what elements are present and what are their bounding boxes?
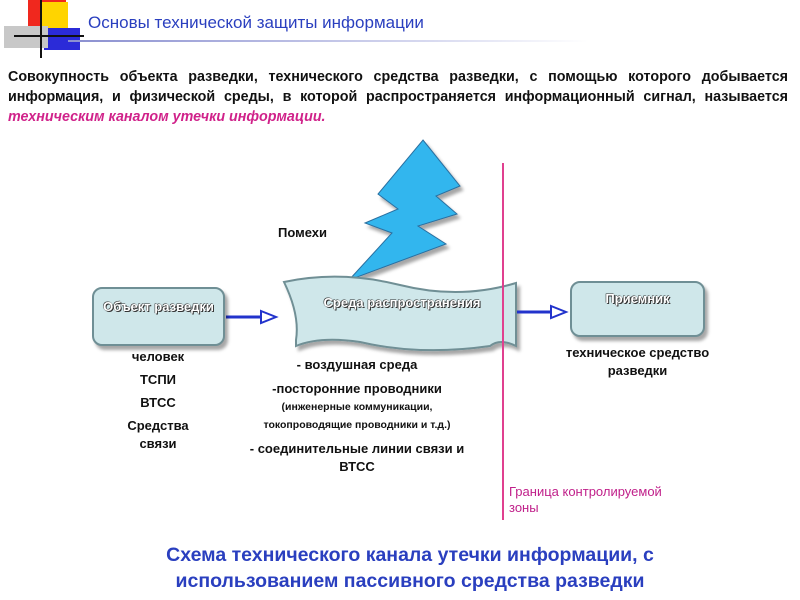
receiver-caption: техническое средство разведки — [555, 344, 720, 380]
receiver-label: Приемник — [570, 290, 705, 308]
list-item: - воздушная среда — [226, 356, 488, 374]
intel-object-label: Объект разведки — [92, 298, 225, 316]
boundary-label: Граница контролируемой зоны — [509, 484, 669, 516]
list-item: человек — [108, 348, 208, 366]
lightning-bolt-icon — [349, 140, 460, 280]
propagation-medium-shape — [284, 277, 516, 351]
list-item: ВТСС — [108, 394, 208, 412]
intel-object-box — [92, 287, 225, 346]
arrow-medium-to-receiver — [517, 306, 566, 318]
list-item-note: (инженерные коммуникации, токопроводящие… — [226, 398, 488, 434]
propagation-medium-list: - воздушная среда -посторонние проводник… — [226, 356, 488, 476]
list-item: - соединительные линии связи и ВТСС — [226, 440, 488, 476]
intel-object-list: человек ТСПИ ВТСС Средства связи — [108, 348, 208, 458]
list-item: -посторонние проводники — [226, 380, 488, 398]
arrow-object-to-medium — [226, 311, 276, 323]
diagram-caption: Схема технического канала утечки информа… — [110, 542, 710, 594]
interference-label: Помехи — [278, 224, 327, 242]
list-item: ТСПИ — [108, 371, 208, 389]
list-item: Средства связи — [108, 417, 208, 453]
propagation-medium-label: Среда распространения — [287, 294, 517, 312]
